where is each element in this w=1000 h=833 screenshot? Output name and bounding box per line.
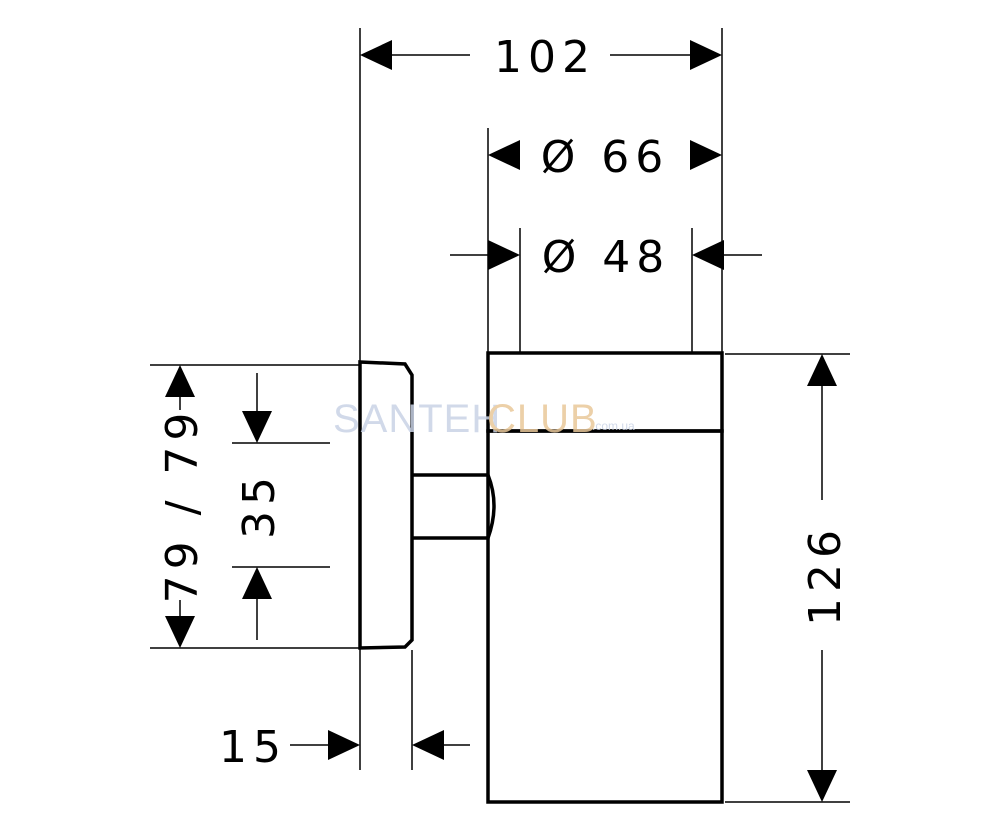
watermark-logo: SANTEH CLUB .com.ua	[333, 397, 635, 441]
dimension-label-d48: Ø 48	[542, 232, 671, 283]
watermark-brand-part1: SANTEH	[333, 397, 501, 441]
wall-plate	[358, 360, 414, 650]
connecting-arm	[412, 473, 496, 540]
dimension-label-d66: Ø 66	[541, 132, 670, 183]
cup-holder-body	[486, 429, 724, 804]
dimension-overall-depth: 102	[360, 32, 722, 83]
dimension-hole-spacing: 35	[234, 373, 285, 640]
dimension-cup-inner-diameter: Ø 48	[450, 232, 762, 283]
dimension-label-35: 35	[234, 471, 285, 539]
dimension-label-102: 102	[494, 32, 596, 83]
watermark-domain: .com.ua	[592, 419, 635, 433]
dimension-mount-height: 79 / 79	[157, 365, 208, 648]
cup-holder	[486, 351, 724, 804]
dimension-label-15: 15	[219, 722, 287, 773]
dimension-label-126: 126	[800, 524, 851, 626]
dimension-cup-height: 126	[800, 354, 851, 802]
watermark-brand-part2: CLUB	[487, 397, 598, 441]
dimension-plate-thickness: 15	[219, 722, 470, 773]
dimension-cup-outer-diameter: Ø 66	[488, 132, 722, 183]
dimension-label-79-79: 79 / 79	[157, 407, 208, 604]
